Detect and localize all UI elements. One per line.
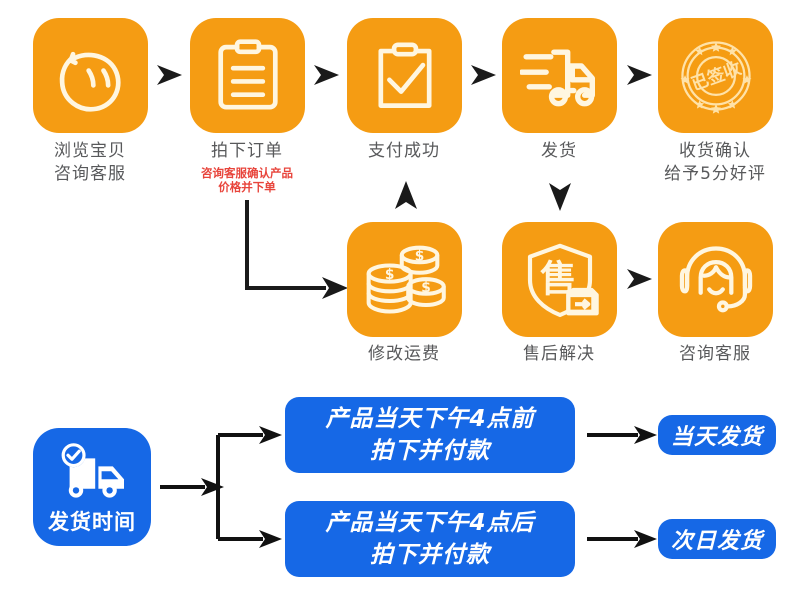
shipping-condition-before4[interactable]: 产品当天下午4点前 拍下并付款 xyxy=(285,397,575,473)
step-label-paid: 支付成功 xyxy=(368,141,440,161)
step-label-order: 拍下订单 xyxy=(211,141,283,161)
shipping-result-after4[interactable]: 次日发货 xyxy=(658,519,776,559)
shipping-result-after4-text: 次日发货 xyxy=(670,529,763,554)
arrow-paid-to-ship-icon xyxy=(469,62,499,92)
step-tile-browse[interactable] xyxy=(33,18,148,133)
clipboard-list-icon xyxy=(211,37,285,115)
step-label-support: 咨询客服 xyxy=(679,344,751,364)
shipping-time-badge[interactable]: 发货时间 xyxy=(33,428,151,546)
truck-check-icon xyxy=(52,442,132,506)
svg-text:$: $ xyxy=(414,248,424,264)
shipping-time-badge-label: 发货时间 xyxy=(48,510,136,534)
step-label-browse: 浏览宝贝 咨询客服 xyxy=(54,141,126,184)
step-tile-order[interactable] xyxy=(190,18,305,133)
delivery-truck-icon xyxy=(519,41,600,111)
arrow-ship-to-receive-icon xyxy=(625,62,655,92)
step-tile-aftersale[interactable]: 售 xyxy=(502,222,617,337)
shipping-condition-after4-text: 产品当天下午4点后 拍下并付款 xyxy=(325,510,535,568)
svg-text:$: $ xyxy=(421,280,431,296)
step-tile-ship[interactable] xyxy=(502,18,617,133)
arrow-browse-to-order-icon xyxy=(155,62,185,92)
step-tile-support[interactable] xyxy=(658,222,773,337)
arrow-order-to-paid-icon xyxy=(312,62,342,92)
svg-text:$: $ xyxy=(384,267,394,283)
step-note-order: 咨询客服确认产品 价格并下单 xyxy=(201,166,293,194)
headset-agent-icon xyxy=(675,240,757,320)
shield-shou-icon: 售 xyxy=(520,240,600,320)
step-label-receive: 收货确认 给予5分好评 xyxy=(664,141,766,184)
shipping-result-before4-text: 当天发货 xyxy=(670,425,763,450)
step-tile-freight[interactable]: $ $ $ xyxy=(347,222,462,337)
step-label-freight: 修改运费 xyxy=(368,344,440,364)
shipping-result-before4[interactable]: 当天发货 xyxy=(658,415,776,455)
arrow-aftersale-to-support-icon xyxy=(625,266,655,296)
shipping-condition-after4[interactable]: 产品当天下午4点后 拍下并付款 xyxy=(285,501,575,577)
arrow-ship-to-aftersale-icon xyxy=(547,180,573,216)
arrow-freight-to-paid-icon xyxy=(393,180,419,216)
step-tile-receive[interactable]: 已签收 xyxy=(658,18,773,133)
step-label-aftersale: 售后解决 xyxy=(523,344,595,364)
signed-stamp-icon: 已签收 xyxy=(673,33,759,119)
step-label-ship: 发货 xyxy=(541,141,577,161)
coins-stack-icon: $ $ $ xyxy=(363,241,447,319)
step-tile-paid[interactable] xyxy=(347,18,462,133)
shipping-condition-before4-text: 产品当天下午4点前 拍下并付款 xyxy=(325,406,535,464)
browse-smiley-icon xyxy=(52,37,130,115)
clipboard-check-icon xyxy=(368,37,442,115)
